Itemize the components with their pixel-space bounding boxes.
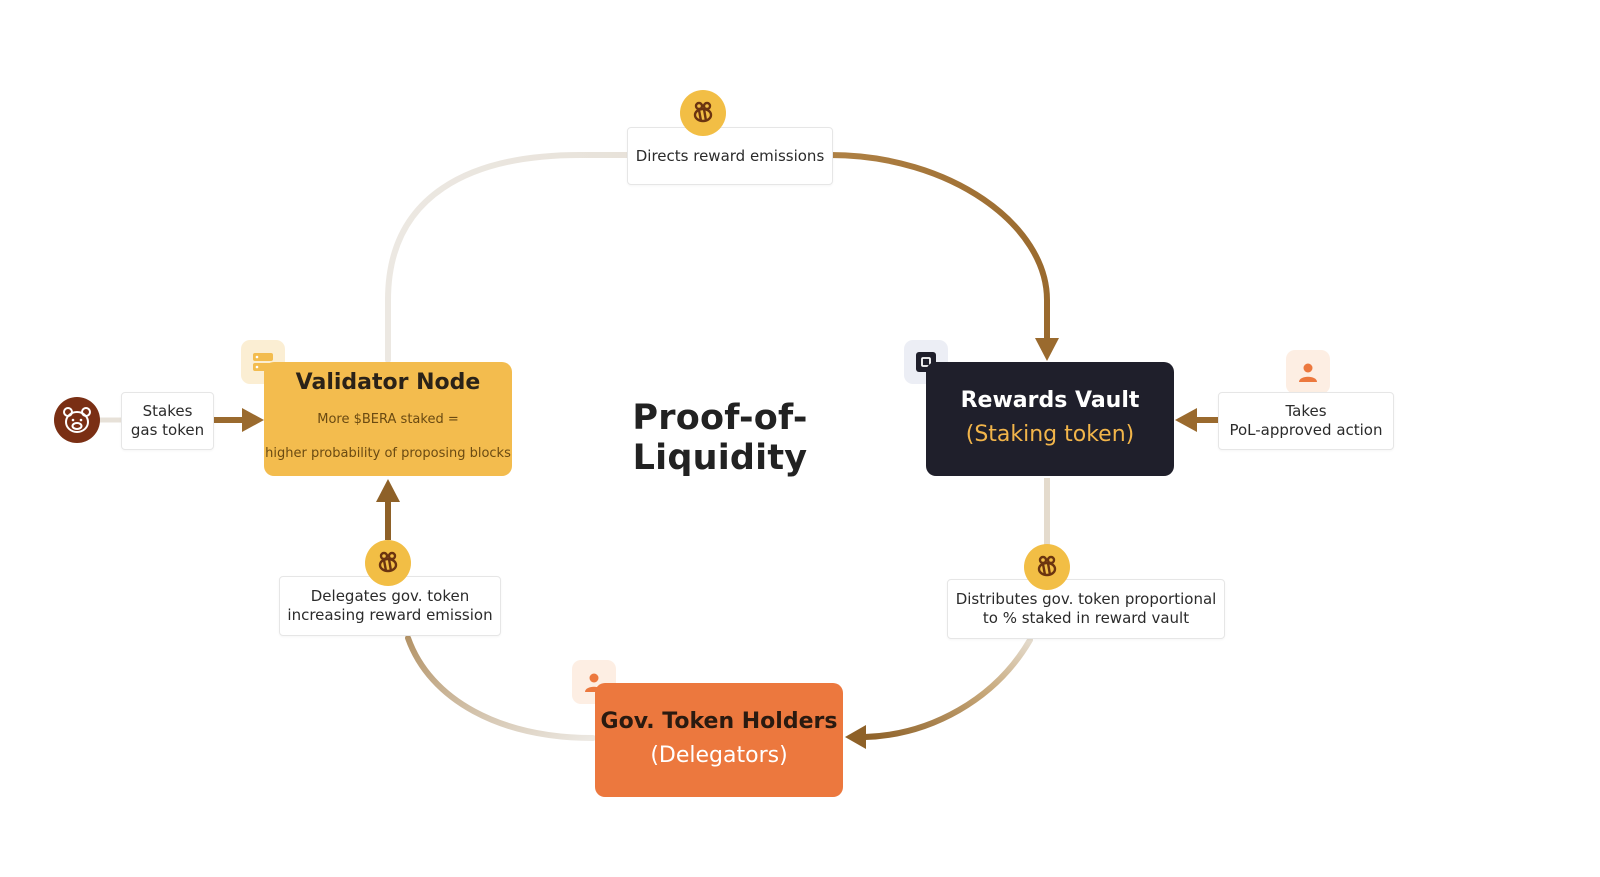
bee-token-icon: [365, 540, 411, 586]
bear-logo-icon: [54, 397, 100, 443]
label-stakes-gas-token: Stakes gas token: [121, 392, 214, 450]
rewards-vault-title: Rewards Vault: [960, 388, 1140, 413]
label-directs-text: Directs reward emissions: [635, 146, 825, 165]
label-takes-line1: Takes: [1285, 402, 1327, 420]
arrowhead-into-holders: [845, 725, 866, 749]
label-delegates: Delegates gov. token increasing reward e…: [279, 576, 501, 636]
label-stakes-line1: Stakes: [142, 402, 193, 420]
label-delegates-line2: increasing reward emission: [287, 606, 493, 624]
arrowhead-takes: [1175, 408, 1197, 432]
label-stakes-line2: gas token: [130, 421, 205, 439]
bee-token-icon: [1024, 544, 1070, 590]
arrowhead-into-validator: [376, 479, 400, 502]
rewards-vault-subtitle: (Staking token): [965, 422, 1135, 447]
label-distributes: Distributes gov. token proportional to %…: [947, 579, 1225, 639]
gov-token-holders-subtitle: (Delegators): [650, 743, 788, 768]
arrowhead-into-vault: [1035, 338, 1059, 361]
validator-node-title: Validator Node: [295, 370, 481, 395]
link-distributes: [862, 637, 1033, 740]
validator-node-line1: More $BERA staked =: [317, 412, 459, 427]
label-takes-line2: PoL-approved action: [1229, 421, 1383, 439]
label-delegates-line1: Delegates gov. token: [310, 587, 470, 605]
arrowhead-stakes: [242, 408, 264, 432]
validator-node-line2: higher probability of proposing blocks: [265, 446, 511, 461]
rewards-vault-node: Rewards Vault (Staking token): [926, 362, 1174, 476]
link-delegates: [405, 635, 596, 741]
label-directs-emissions: Directs reward emissions: [627, 127, 833, 185]
label-distributes-line2: to % staked in reward vault: [982, 609, 1190, 627]
gov-token-holders-title: Gov. Token Holders: [600, 709, 838, 734]
label-takes-action: Takes PoL-approved action: [1218, 392, 1394, 450]
label-distributes-line1: Distributes gov. token proportional: [955, 590, 1217, 608]
gov-token-holders-node: Gov. Token Holders (Delegators): [595, 683, 843, 797]
link-directs-emissions: [385, 152, 1050, 363]
user-icon: [1286, 350, 1330, 394]
validator-node: Validator Node More $BERA staked = highe…: [264, 362, 512, 476]
diagram-title: Proof-of-Liquidity: [632, 398, 808, 478]
bee-token-icon: [680, 90, 726, 136]
